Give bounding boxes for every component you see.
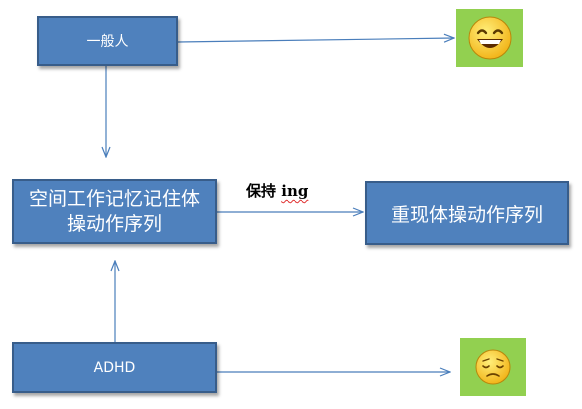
happy-emoji-tile (456, 9, 523, 67)
edge-label-keep: 保持 ing (246, 180, 308, 201)
edge-label-keep-suffix: ing (281, 182, 309, 200)
node-working-memory: 空间工作记忆记住体操动作序列 (12, 179, 217, 244)
node-replay-sequence: 重现体操动作序列 (365, 181, 569, 245)
node-adhd-label: ADHD (93, 359, 136, 376)
node-general-people: 一般人 (37, 16, 178, 66)
sad-emoji-tile (460, 338, 526, 396)
node-general-people-label: 一般人 (86, 34, 129, 50)
grinning-face-icon (468, 16, 511, 60)
pensive-face-icon (475, 349, 511, 385)
node-replay-sequence-label: 重现体操动作序列 (390, 203, 543, 226)
edge-label-keep-prefix: 保持 (246, 182, 277, 200)
arrow-general-to-happy (177, 38, 454, 42)
node-working-memory-label: 空间工作记忆记住体操动作序列 (28, 187, 200, 235)
node-adhd: ADHD (12, 342, 217, 393)
